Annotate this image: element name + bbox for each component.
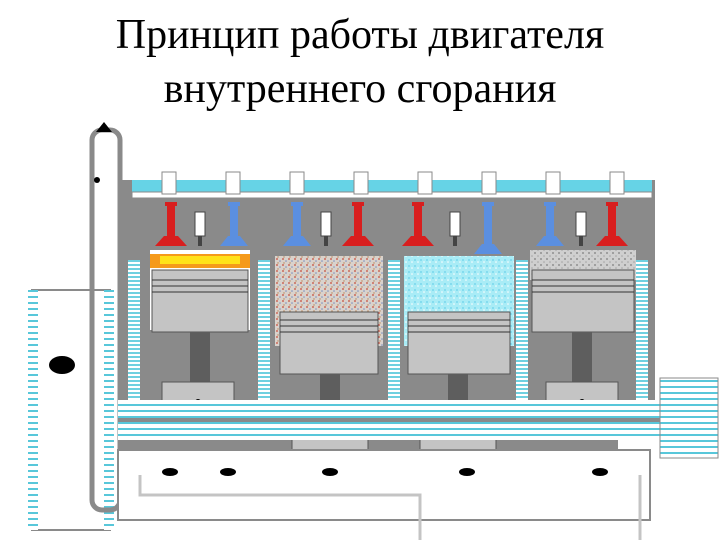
exhaust-valve	[596, 202, 628, 246]
flywheel-hole	[49, 356, 75, 374]
engine-block	[118, 180, 655, 450]
title-line-2: внутреннего сгорания	[163, 66, 557, 112]
main-bearing-hole	[459, 468, 475, 476]
flywheel	[28, 289, 114, 531]
crankshaft	[118, 377, 719, 459]
main-bearing-hole	[162, 468, 178, 476]
piston	[407, 311, 511, 375]
piston	[531, 269, 635, 333]
cylinder-head	[131, 171, 653, 199]
exhaust-valve	[342, 202, 374, 246]
oil-pan	[117, 449, 651, 540]
title-line-1: Принцип работы двигателя	[115, 12, 605, 58]
cylinder-2	[275, 202, 383, 451]
spark-plug	[449, 211, 461, 246]
main-bearing-hole	[322, 468, 338, 476]
intake-valve	[220, 202, 248, 246]
main-bearing-hole	[220, 468, 236, 476]
exhaust-valve	[155, 202, 187, 246]
intake-valve	[536, 202, 564, 246]
piston	[279, 311, 379, 375]
spark-plug	[575, 211, 587, 246]
exhaust-valve	[402, 202, 434, 246]
intake-valve	[474, 202, 502, 254]
spark-plug	[320, 211, 332, 246]
main-bearing-hole	[592, 468, 608, 476]
piston	[151, 269, 249, 333]
intake-valve	[283, 202, 311, 246]
engine-diagram	[28, 122, 719, 540]
slide-title: Принцип работы двигателя внутреннего сго…	[0, 8, 720, 116]
spark-plug	[194, 211, 206, 246]
